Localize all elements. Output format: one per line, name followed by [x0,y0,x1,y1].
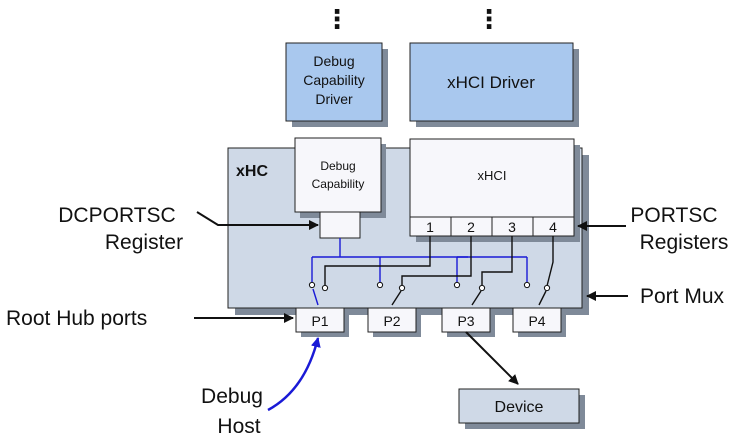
root-hub-port-p3: P3 [441,307,495,337]
root-hub-port-p2: P2 [367,307,421,337]
debug-capability-line-1: Debug [320,159,355,173]
debug-bus-lines [311,238,528,283]
ellipsis-right: ⋮ [476,4,502,34]
debug-capability-line-2: Capability [312,177,365,191]
portsc-number-2: 2 [467,219,475,235]
debug-host-arrow [267,337,321,412]
dcportsc-arrow [196,211,319,230]
port-label-p4: P4 [528,313,545,329]
debug-host-line-2: Host [217,415,260,438]
mux-switch-p1 [308,281,329,306]
port-label-p2: P2 [383,313,400,329]
portsc-lines [324,236,554,287]
xhci-box: xHCI 1 2 3 4 [409,138,580,242]
xhci-driver-box: xHCI Driver [409,42,579,127]
port-label-p1: P1 [311,313,328,329]
xhci-label: xHCI [478,168,507,183]
debug-capability-driver-box: Debug Capability Driver [285,42,388,127]
portsc-label: PORTSC [630,204,717,227]
xhci-driver-label: xHCI Driver [447,73,535,92]
portsc-number-4: 4 [549,219,557,235]
portsc-number-3: 3 [508,219,516,235]
p3-to-device-arrow [465,331,519,385]
xhc-label: xHC [236,163,268,180]
root-hub-port-p4: P4 [512,307,566,337]
mux-switch-p2 [376,281,406,306]
mux-switch-p3 [453,281,486,306]
device-box: Device [458,388,585,429]
debug-driver-line-1: Debug [313,53,354,69]
port-mux-label: Port Mux [640,285,725,308]
root-hub-port-p1: P1 [295,307,349,337]
root-hub-ports-label: Root Hub ports [6,307,147,330]
port-label-p3: P3 [457,313,474,329]
dcportsc-label: DCPORTSC [58,204,175,227]
portsc-number-1: 1 [426,219,434,235]
ellipsis-left: ⋮ [324,4,350,34]
registers-label: Registers [640,231,729,254]
dcportsc-register-box [319,211,361,239]
register-label: Register [105,231,183,254]
port-mux-switches [308,281,551,306]
debug-driver-line-2: Capability [303,72,364,88]
mux-switch-p4 [523,281,551,306]
debug-host-line-1: Debug [201,385,263,408]
debug-capability-box: Debug Capability [294,137,386,218]
debug-driver-line-3: Driver [315,91,353,107]
device-label: Device [495,399,544,416]
